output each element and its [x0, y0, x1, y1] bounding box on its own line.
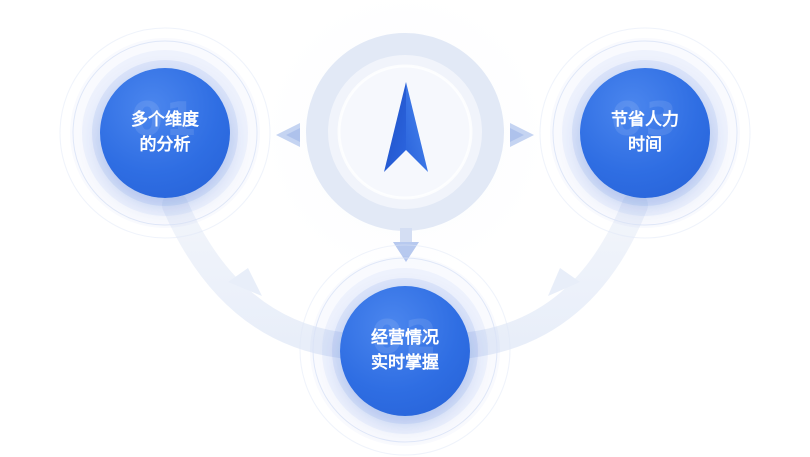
- node-label-line1: 多个维度: [131, 110, 199, 130]
- arc-right: [457, 192, 648, 358]
- arc-chevron-right-icon: [548, 268, 580, 296]
- arrow-down-icon: [393, 228, 419, 262]
- node-label-line1: 节省人力: [611, 110, 679, 130]
- node-label-line2: 的分析: [139, 135, 191, 155]
- node-label-line2: 时间: [628, 135, 662, 155]
- center-inner-highlight: [337, 64, 473, 200]
- node-label-line2: 实时掌握: [371, 353, 439, 373]
- node-02: 02 经营情况 实时掌握: [340, 286, 470, 416]
- center-thick-ring: [306, 33, 504, 231]
- node-number: 01: [130, 92, 199, 146]
- node-label-line1: 经营情况: [371, 328, 439, 348]
- node-label: 多个维度 的分析: [110, 108, 220, 158]
- arrow-left-icon: [276, 123, 300, 147]
- node-label: 节省人力 时间: [590, 108, 700, 158]
- compass-arrow-icon: [384, 82, 428, 172]
- node-number: 02: [370, 310, 439, 364]
- node-glow-rings: [59, 27, 751, 456]
- node-number: 03: [610, 92, 679, 146]
- arc-chevron-left-icon: [228, 268, 262, 296]
- arrow-right-icon: [510, 123, 534, 147]
- node-03: 03 节省人力 时间: [580, 68, 710, 198]
- node-01: 01 多个维度 的分析: [100, 68, 230, 198]
- node-label: 经营情况 实时掌握: [350, 326, 460, 376]
